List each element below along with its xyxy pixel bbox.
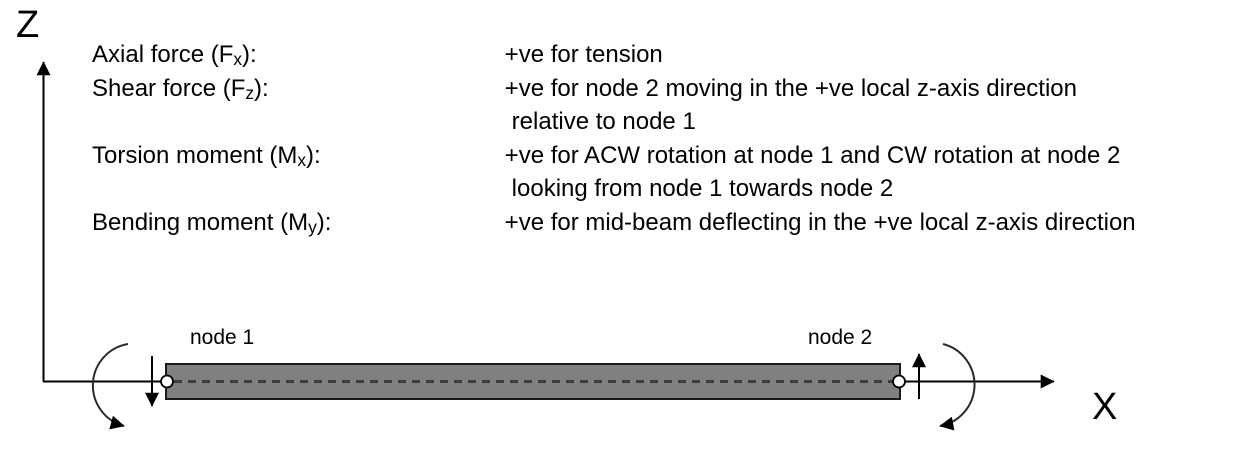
legend-row-shear: Shear force (Fz): +ve for node 2 moving … <box>92 72 1136 106</box>
legend-desc-torsion: +ve for ACW rotation at node 1 and CW ro… <box>504 141 1121 169</box>
z-axis-label: Z <box>16 4 40 46</box>
term-text: Axial force (F <box>92 41 234 68</box>
legend-term-shear: Shear force (Fz): <box>92 72 498 106</box>
term-text: Torsion moment (M <box>92 141 298 169</box>
node1-acw-rotation-arrow-icon <box>91 343 129 430</box>
term-text: ): <box>306 141 321 169</box>
node2-label: node 2 <box>808 326 873 349</box>
legend-desc-axial: +ve for tension <box>504 41 663 68</box>
term-text: ): <box>316 208 332 236</box>
legend-term-bending: Bending moment (My): <box>92 206 498 240</box>
node2-marker <box>892 374 906 389</box>
legend-desc-shear: +ve for node 2 moving in the +ve local z… <box>504 74 1077 102</box>
sign-convention-legend: Axial force (Fx): +ve for tension Shear … <box>92 38 1136 239</box>
node1-label: node 1 <box>190 326 255 349</box>
legend-desc-shear-continued: relative to node 1 <box>511 108 696 135</box>
legend-term-torsion: Torsion moment (Mx): <box>92 139 498 173</box>
term-text: Bending moment (M <box>92 208 309 236</box>
term-subscript: y <box>308 216 317 237</box>
legend-row-axial: Axial force (Fx): +ve for tension <box>92 38 1136 72</box>
legend-row-torsion-continued: looking from node 1 towards node 2 <box>92 172 1136 206</box>
legend-row-shear-continued: relative to node 1 <box>92 105 1136 139</box>
term-text: ): <box>254 74 269 102</box>
term-subscript: x <box>233 49 243 70</box>
node1-marker <box>160 374 174 389</box>
node2-cw-rotation-arrow-icon <box>939 343 976 431</box>
x-axis-label: X <box>1092 386 1118 428</box>
legend-desc-torsion-continued: looking from node 1 towards node 2 <box>511 175 894 202</box>
term-subscript: z <box>245 82 255 103</box>
legend-desc-bending: +ve for mid-beam deflecting in the +ve l… <box>504 208 1136 236</box>
legend-row-torsion: Torsion moment (Mx): +ve for ACW rotatio… <box>92 139 1136 173</box>
term-subscript: x <box>297 149 307 170</box>
term-text: Shear force (F <box>92 74 246 102</box>
legend-term-axial: Axial force (Fx): <box>92 38 498 72</box>
term-text: ): <box>242 41 257 68</box>
legend-row-bending: Bending moment (My): +ve for mid-beam de… <box>92 206 1136 240</box>
